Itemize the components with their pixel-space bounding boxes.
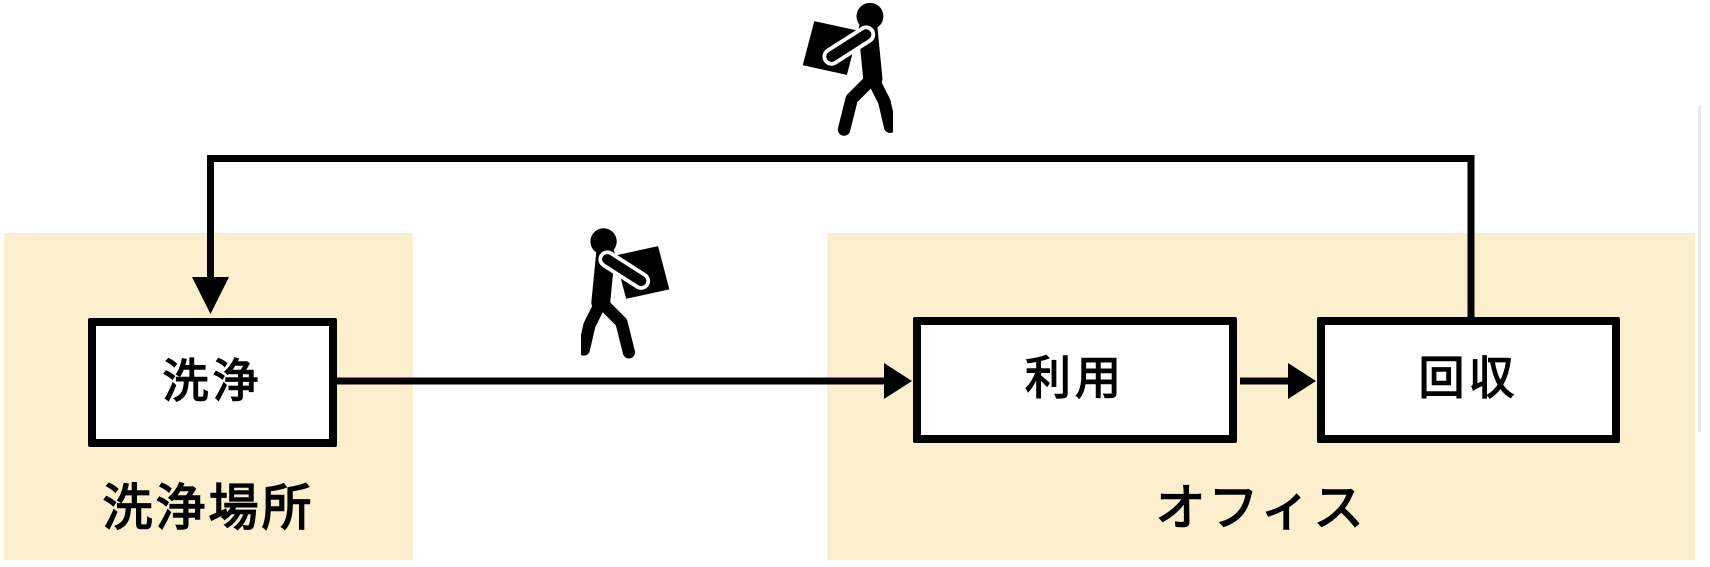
person-carrying-box-glyph	[581, 228, 670, 359]
person-carrying-box-glyph	[802, 2, 893, 136]
person-carrying-box-icon	[581, 226, 675, 365]
node-use: 利用	[913, 317, 1237, 443]
node-collect-label: 回収	[1418, 352, 1519, 404]
node-wash-label: 洗浄	[162, 354, 263, 407]
node-use-label: 利用	[1025, 352, 1125, 404]
node-wash: 洗浄	[88, 318, 337, 447]
page-edge-line	[1698, 106, 1701, 432]
wash-area-label: 洗浄場所	[102, 480, 315, 536]
node-collect: 回収	[1317, 317, 1620, 443]
person-carrying-box-icon	[797, 1, 893, 142]
office-label: オフィス	[1155, 480, 1367, 536]
